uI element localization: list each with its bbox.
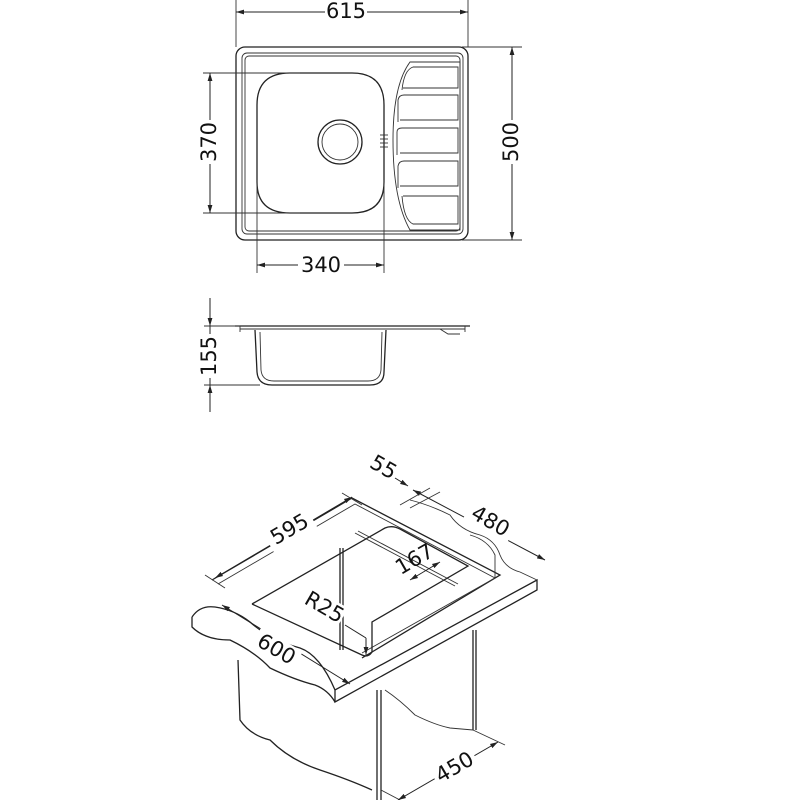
width-label: 615 — [326, 0, 366, 23]
dimension-340: 340 — [256, 180, 385, 277]
dimension-55-480: 55 480 — [366, 450, 546, 561]
bowl-width-label: 340 — [301, 253, 341, 277]
dimension-155: 155 — [197, 298, 260, 412]
sink-outer-rim — [235, 46, 469, 241]
bowl-depth-label: 370 — [197, 122, 221, 162]
sink-inner-rim — [241, 52, 464, 235]
dimension-r25: R25 — [299, 586, 369, 655]
sink-inner-rim-2 — [244, 55, 461, 232]
countertop — [191, 578, 538, 704]
dimension-500: 500 — [462, 46, 524, 241]
overflow-icon — [380, 134, 388, 148]
dimension-450: 450 — [380, 729, 506, 800]
side-view: 155 — [197, 298, 470, 412]
install-view: 595 55 480 167 R25 600 — [191, 450, 546, 800]
height-label: 155 — [197, 336, 221, 376]
bowl-outline — [256, 72, 385, 214]
sink-cutout — [251, 526, 470, 657]
top-view: 615 500 370 340 — [197, 0, 524, 277]
dimension-370: 370 — [197, 72, 300, 214]
dimension-615: 615 — [235, 0, 469, 47]
edge-offset-label: 55 — [366, 450, 401, 484]
drainboard-ribs — [392, 61, 461, 231]
drain-inner — [321, 123, 359, 161]
dimension-595: 595 — [204, 492, 363, 589]
depth-label: 500 — [499, 122, 523, 162]
drain-outer — [317, 119, 363, 165]
cabinet-left-side — [237, 659, 373, 791]
